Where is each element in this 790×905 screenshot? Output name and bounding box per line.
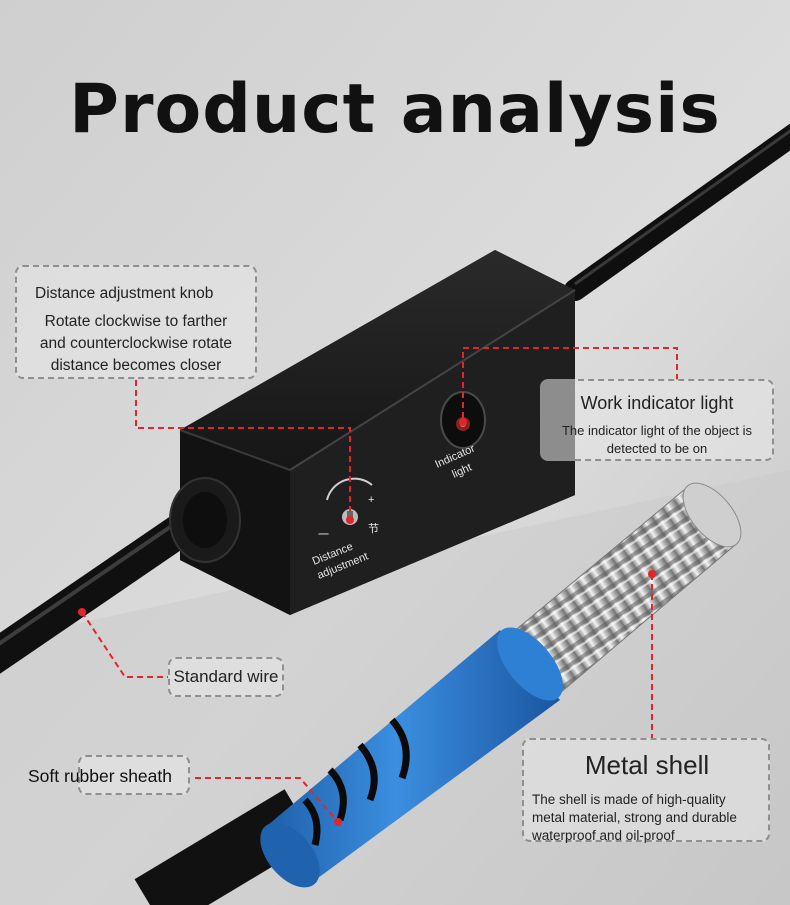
callout-knob-line-2: and counterclockwise rotate (39, 335, 233, 352)
upper-cable (564, 123, 790, 301)
callout-sheath-label: Soft rubber sheath (28, 766, 172, 786)
callout-indicator-light: Work indicator light The indicator light… (540, 379, 774, 461)
callout-metal-title: Metal shell (584, 750, 710, 780)
amplifier-housing (169, 250, 576, 615)
callout-metal-shell: Metal shell The shell is made of high-qu… (522, 738, 770, 843)
leader-dots (78, 418, 656, 826)
page-title: Product analysis (69, 70, 721, 149)
callout-distance-knob: Distance adjustment knob Rotate clockwis… (15, 265, 257, 379)
callout-rubber-sheath (78, 755, 190, 795)
callout-indicator-line-1: The indicator light of the object is (561, 423, 753, 438)
left-cable (0, 503, 212, 674)
callout-metal-line-1: The shell is made of high-quality (532, 792, 726, 807)
callout-metal-line-3: waterproof and oil-proof (532, 828, 675, 843)
knob-char: 节 (368, 522, 379, 535)
knob-minus: 一 (318, 529, 329, 541)
callout-standard-wire: Standard wire (168, 657, 284, 697)
knob-plus: + (368, 494, 374, 506)
callout-knob-line-1: Rotate clockwise to farther (44, 313, 228, 330)
leader-lines (81, 347, 678, 823)
callout-metal-line-2: metal material, strong and durable (532, 810, 737, 825)
callout-indicator-line-2: detected to be on (606, 441, 708, 456)
callout-indicator-title: Work indicator light (580, 393, 734, 413)
callout-wire-label: Standard wire (173, 667, 279, 686)
callout-knob-title: Distance adjustment knob (35, 285, 214, 302)
sensor-probe (134, 482, 742, 905)
callout-knob-line-3: distance becomes closer (50, 357, 222, 374)
